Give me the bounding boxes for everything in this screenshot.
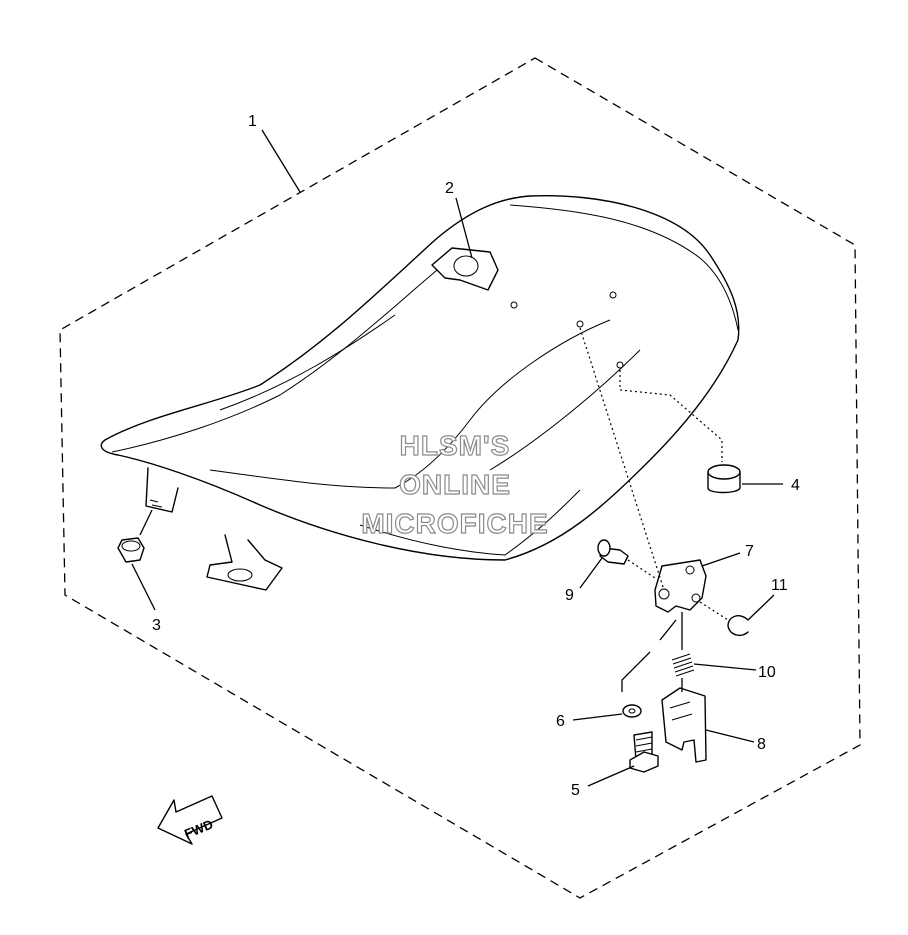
- leader-3: [131, 563, 156, 611]
- seat-body: [100, 194, 740, 591]
- assembly-line: [619, 370, 723, 462]
- leader-1: [261, 129, 301, 193]
- assembly-line: [699, 601, 729, 621]
- watermark-line-1: HLSM'S: [400, 430, 511, 461]
- leader-7: [701, 552, 741, 567]
- callout-4: 4: [791, 477, 800, 494]
- callout-10: 10: [758, 664, 776, 681]
- callout-9: 9: [565, 587, 574, 604]
- callout-2: 2: [445, 180, 454, 197]
- lock-bracket: [661, 687, 707, 763]
- leader-6: [572, 713, 623, 721]
- seat-cushion: [707, 464, 741, 494]
- assembly-line: [579, 327, 665, 591]
- forward-arrow-icon: FWD: [157, 795, 223, 845]
- leader-9: [579, 557, 603, 589]
- callout-1: 1: [248, 113, 257, 130]
- seat-lock-hook: [654, 559, 707, 613]
- callout-6: 6: [556, 713, 565, 730]
- return-spring: [671, 653, 695, 677]
- callout-3: 3: [152, 617, 161, 634]
- callout-8: 8: [757, 736, 766, 753]
- callout-11: 11: [771, 577, 788, 594]
- leader-2: [455, 197, 473, 259]
- callout-5: 5: [571, 782, 580, 799]
- watermark-line-2: ONLINE: [399, 469, 511, 500]
- washer: [622, 704, 642, 718]
- mounting-bolt: [629, 731, 659, 773]
- assembly-line: [627, 559, 656, 579]
- assembly-line: [139, 509, 153, 536]
- leader-11: [747, 594, 775, 621]
- leader-5: [587, 765, 635, 787]
- leader-8: [705, 729, 755, 743]
- assembly-line: [621, 619, 677, 692]
- lock-pin: [597, 539, 629, 565]
- circlip: [727, 615, 749, 637]
- seat-strap-bracket: [431, 247, 499, 291]
- watermark-line-3: MICROFICHE: [361, 508, 548, 539]
- seat-damper-rubber: [117, 537, 145, 563]
- callout-7: 7: [745, 543, 754, 560]
- assembly-boundary: [59, 57, 861, 899]
- leader-10: [693, 663, 757, 671]
